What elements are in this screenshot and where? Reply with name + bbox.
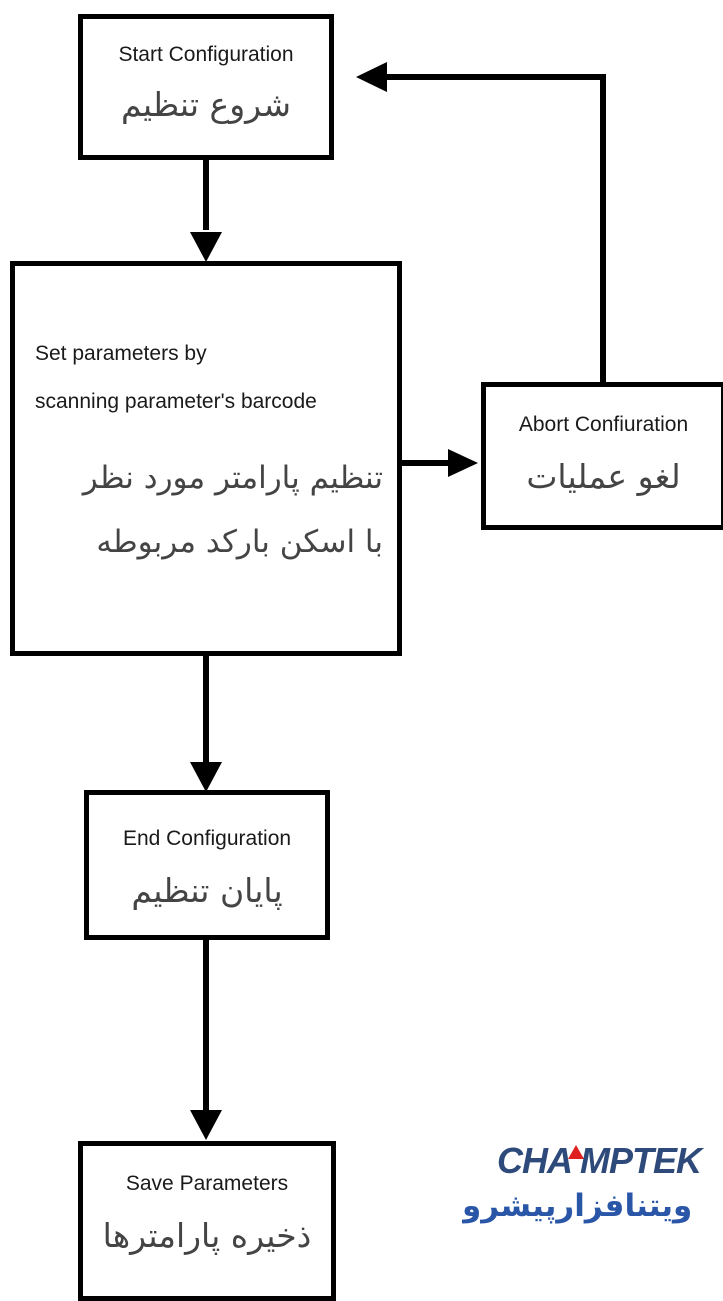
- arrow-abort-to-start: [385, 74, 606, 385]
- arrowhead-abort-to-start: [356, 62, 387, 92]
- save-parameters-label-fa: ذخیره پارامترها: [102, 1216, 312, 1255]
- start-configuration-label-fa: شروع تنظیم: [120, 85, 292, 124]
- abort-configuration-label-fa: لغو عملیات: [526, 457, 681, 496]
- logo-persian-subtitle: ویتنافزارپیشرو: [462, 1188, 693, 1224]
- save-parameters-label-en: Save Parameters: [125, 1172, 289, 1195]
- champtek-logo-part1: CHA: [497, 1140, 573, 1181]
- end-configuration-node: End Configuration پایان تنظیم: [84, 790, 330, 940]
- set-parameters-label-fa-line2: با اسکن بارکد مربوطه: [96, 524, 383, 560]
- set-parameters-node: Set parameters by scanning parameter's b…: [10, 261, 402, 656]
- end-configuration-label-fa: پایان تنظیم: [131, 871, 283, 910]
- end-configuration-label-en: End Configuration: [122, 827, 292, 850]
- arrowhead-start-to-set: [190, 232, 222, 262]
- set-parameters-label-en-line2: scanning parameter's barcode: [35, 390, 317, 413]
- abort-configuration-node: Abort Confiuration لغو عملیات: [481, 382, 723, 530]
- arrowhead-set-to-end: [190, 762, 222, 792]
- start-configuration-node: Start Configuration شروع تنظیم: [78, 14, 334, 160]
- save-parameters-node: Save Parameters ذخیره پارامترها: [78, 1141, 336, 1301]
- arrowhead-end-to-save: [190, 1110, 222, 1140]
- start-configuration-label-en: Start Configuration: [118, 43, 294, 66]
- champtek-logo-part2: MPTEK: [580, 1140, 702, 1181]
- logo-accent-icon: [568, 1145, 584, 1159]
- arrowhead-set-to-abort: [448, 449, 478, 477]
- set-parameters-label-en-line1: Set parameters by: [35, 342, 207, 365]
- abort-configuration-label-en: Abort Confiuration: [518, 413, 689, 436]
- set-parameters-label-fa-line1: تنظیم پارامتر مورد نظر: [82, 460, 383, 496]
